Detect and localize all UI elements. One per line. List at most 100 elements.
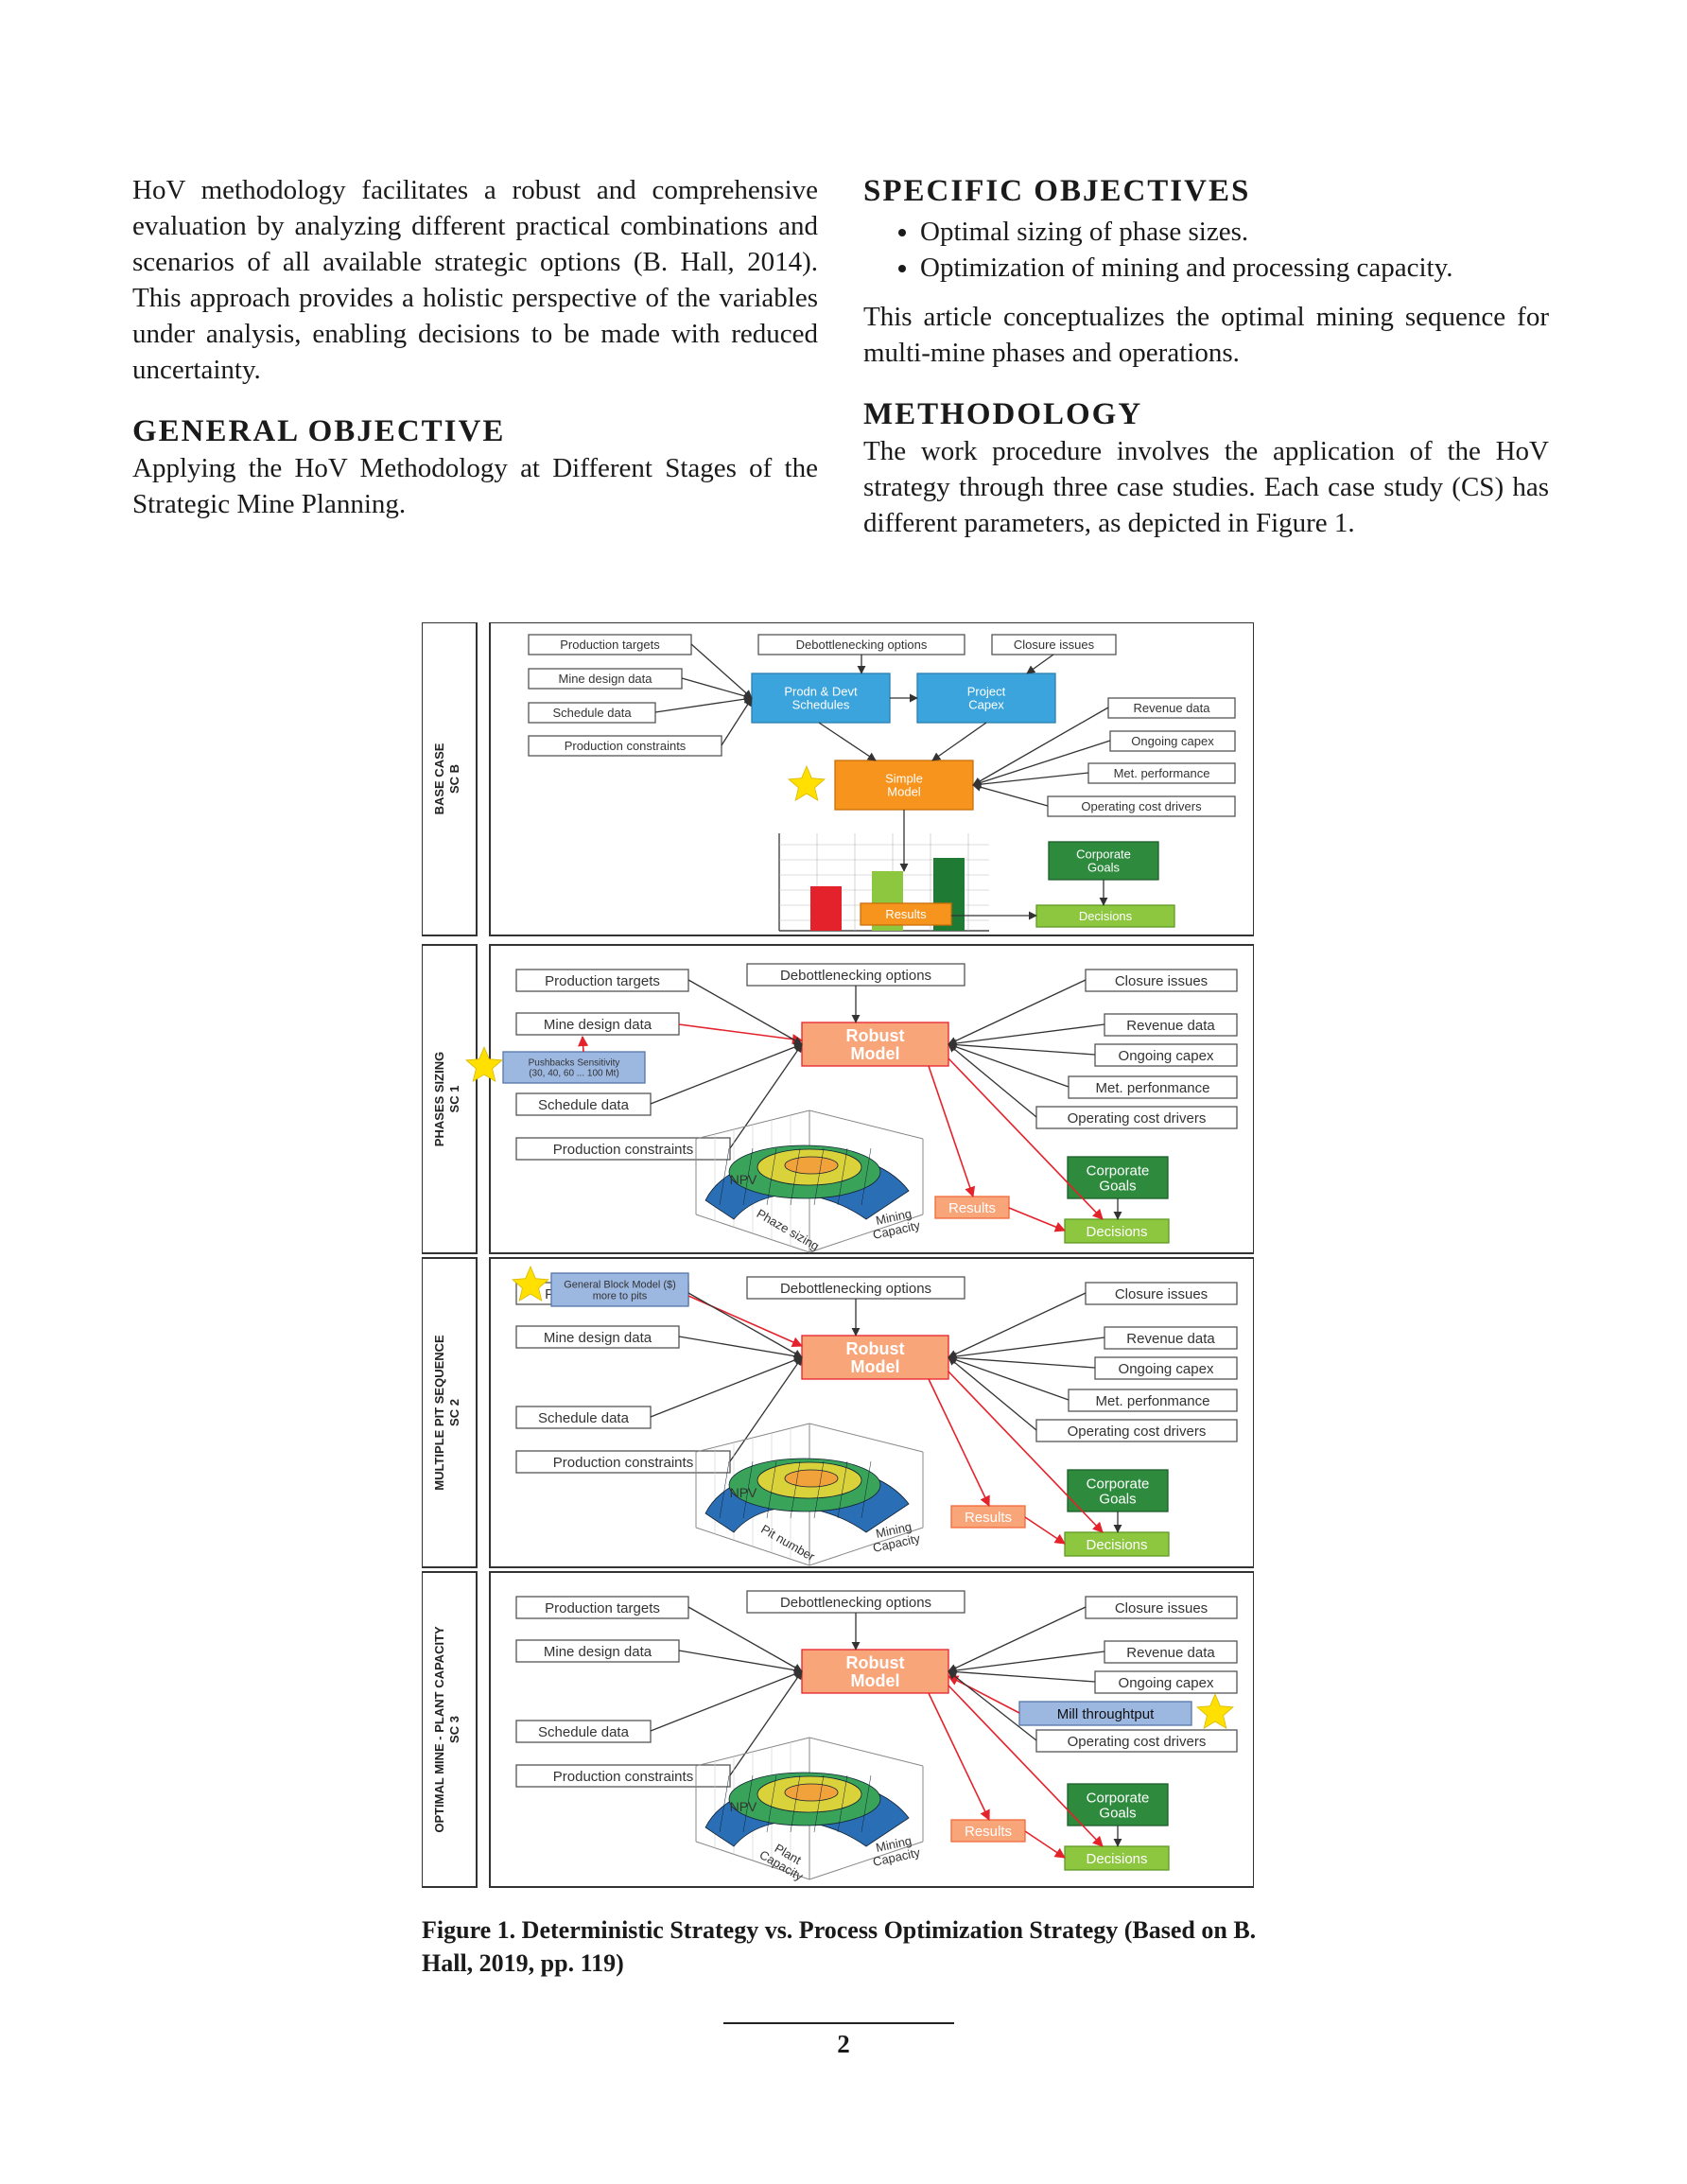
right-input-box xyxy=(1035,1419,1238,1442)
surface-mesh-line xyxy=(766,1460,777,1519)
general-objective-text: Applying the HoV Methodology at Differen… xyxy=(132,453,818,519)
left-input-box xyxy=(528,702,656,724)
debottleneck-box-label: Debottlenecking options xyxy=(780,1595,931,1611)
arrow xyxy=(948,1685,1104,1847)
left-input-label: Production targets xyxy=(545,973,660,989)
surface-mesh-line xyxy=(790,1460,801,1519)
surface-mesh-line xyxy=(790,1147,801,1206)
simple-model-box-box xyxy=(834,760,974,811)
bar-red xyxy=(810,886,842,931)
arrow xyxy=(650,1042,803,1105)
page-number: 2 xyxy=(837,2030,850,2058)
methodology-paragraph: The work procedure involves the applicat… xyxy=(863,436,1549,538)
panel-side-label: BASE CASE xyxy=(432,743,446,814)
arrow xyxy=(678,1023,804,1045)
right-input-box xyxy=(1035,1729,1238,1753)
surface-mesh-line xyxy=(837,1774,848,1833)
left-input-label: Mine design data xyxy=(544,1330,652,1346)
right-input-box xyxy=(1068,1389,1238,1412)
left-input-label: Schedule data xyxy=(538,1097,630,1113)
right-input-label: Met. perfonmance xyxy=(1096,1080,1210,1096)
right-input-label: Revenue data xyxy=(1126,1018,1215,1034)
objective-item: Optimal sizing of phase sizes. xyxy=(920,214,1549,250)
arrow xyxy=(948,1040,1096,1056)
arrow xyxy=(678,1650,803,1675)
arrow xyxy=(948,1043,1037,1118)
right-input-label: Ongoing capex xyxy=(1119,1675,1214,1691)
panel-side-sub: SC B xyxy=(447,764,461,794)
left-input-box xyxy=(515,1092,652,1116)
plot-frame-line xyxy=(809,1841,924,1880)
arrow xyxy=(972,772,1089,789)
arrow xyxy=(948,1651,1105,1675)
right-input-box xyxy=(1047,795,1236,817)
closure-box-box xyxy=(991,634,1117,655)
left-input-label: Schedule data xyxy=(538,1724,630,1740)
specific-objectives-list: Optimal sizing of phase sizes. Optimizat… xyxy=(863,214,1549,286)
results-box-box xyxy=(860,902,952,926)
arrow xyxy=(654,694,753,713)
left-input-box xyxy=(515,1012,680,1036)
right-input-box xyxy=(1068,1075,1238,1099)
arrow xyxy=(948,1356,1037,1431)
plot-frame-line xyxy=(809,1737,924,1767)
results-box-label: Results xyxy=(965,1824,1012,1840)
left-input-box xyxy=(515,1137,731,1161)
panel-side-label-box xyxy=(422,944,478,1254)
panel-side-label-box xyxy=(422,1571,478,1888)
decisions-box-label: Decisions xyxy=(1086,1537,1147,1553)
surface-mesh-line xyxy=(861,1460,872,1519)
arrow xyxy=(729,1670,803,1776)
surface-mesh-line xyxy=(813,1460,825,1519)
debottleneck-box-label: Debottlenecking options xyxy=(780,968,931,984)
arrow xyxy=(678,1336,803,1361)
arrow xyxy=(687,979,803,1045)
arrow xyxy=(687,1606,803,1672)
right-input-label: Closure issues xyxy=(1115,973,1208,989)
arrow xyxy=(729,1356,803,1462)
plot-frame-line xyxy=(695,1841,810,1880)
arrow xyxy=(948,1670,1037,1741)
surface-mesh-line xyxy=(837,1460,848,1519)
panel-side-label-box xyxy=(422,1257,478,1568)
arrow xyxy=(1008,1207,1067,1232)
decisions-box-label: Decisions xyxy=(1086,1851,1147,1867)
axis-npv: NPV xyxy=(730,1799,757,1814)
surface-plot xyxy=(695,1423,924,1566)
arrow xyxy=(721,697,753,746)
surface-mesh-line xyxy=(742,1774,754,1833)
right-input-label: Ongoing capex xyxy=(1119,1361,1214,1377)
right-input-box xyxy=(1094,1670,1238,1694)
surface-mesh-line xyxy=(837,1147,848,1206)
left-input-box xyxy=(528,735,722,757)
arrow xyxy=(650,1669,803,1732)
arrow xyxy=(948,1023,1105,1048)
surface-mesh-line xyxy=(719,1147,730,1206)
left-column: HoV methodology facilitates a robust and… xyxy=(132,172,818,522)
results-box-label: Results xyxy=(885,907,927,921)
surface-mesh-line xyxy=(742,1460,754,1519)
arrow xyxy=(948,1354,1096,1369)
corporate-goals-box-box xyxy=(1067,1469,1169,1512)
panel-side-label: PHASES SIZING xyxy=(432,1052,446,1146)
right-input-box xyxy=(1094,1356,1238,1380)
right-input-label: Operating cost drivers xyxy=(1068,1110,1207,1127)
surface-orange xyxy=(784,1783,839,1802)
left-input-box xyxy=(515,1450,731,1474)
left-input-box xyxy=(515,1406,652,1429)
highlight-box-box xyxy=(550,1272,689,1307)
panel-side-sub: SC 2 xyxy=(447,1399,461,1426)
arrow xyxy=(948,1675,1020,1714)
left-input-label: Production constraints xyxy=(553,1769,693,1785)
arrow xyxy=(681,677,753,701)
surface-mesh-line xyxy=(719,1774,730,1833)
surface-plot xyxy=(695,1109,924,1253)
methodology-heading: METHODOLOGY xyxy=(863,397,1143,431)
